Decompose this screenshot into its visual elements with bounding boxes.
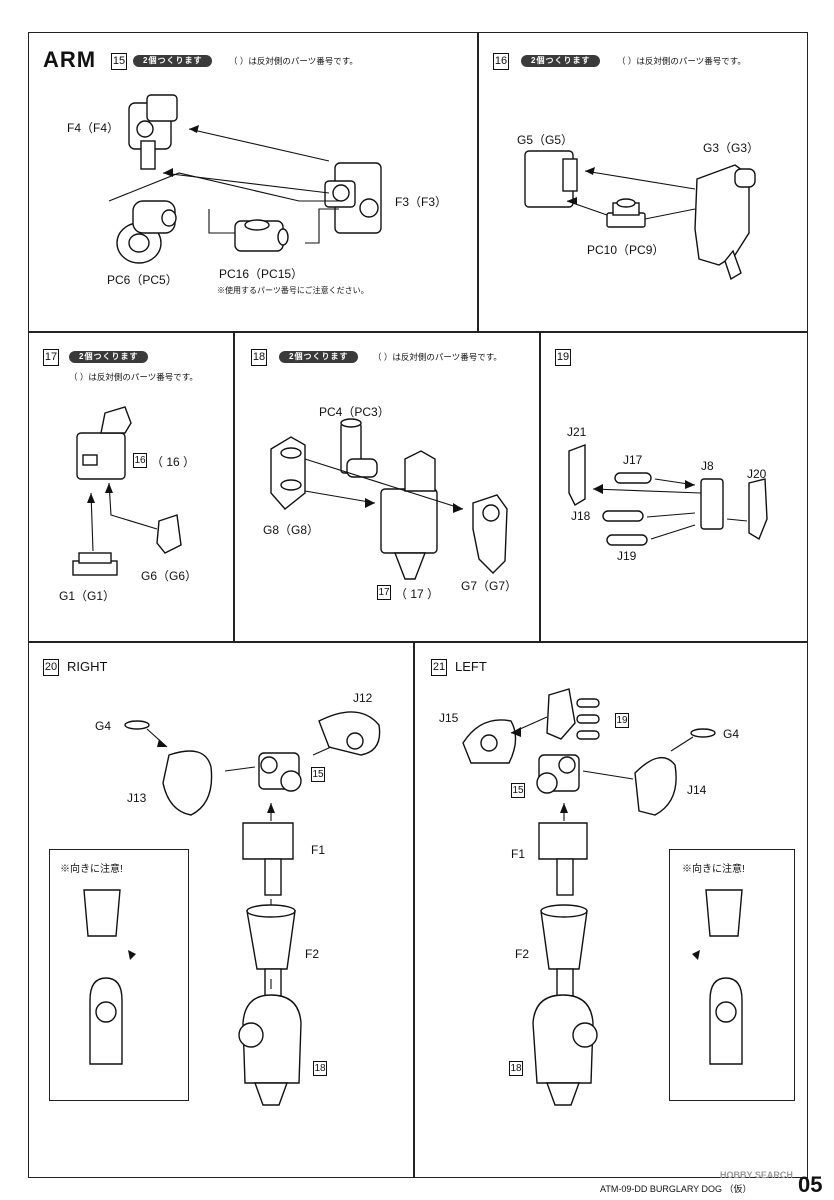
step-16-number: 16 (493, 53, 509, 70)
step-19-panel: 19 J21 J17 J8 J20 J18 J19 (540, 332, 808, 642)
step-21-ref-18: 18 (509, 1061, 523, 1076)
step-17-note: （ ）は反対側のパーツ番号です。 (69, 372, 198, 382)
label-j21: J21 (567, 425, 587, 439)
footer-code: ATM-09-DD BURGLARY DOG （仮） (600, 1184, 752, 1194)
page-number: 05 (798, 1172, 823, 1197)
label-pc4: PC4（PC3） (319, 405, 390, 419)
step-17-illustration (72, 406, 182, 576)
step-21-caution-illustration (692, 889, 743, 1065)
label-j19: J19 (617, 549, 637, 563)
step-16-note: （ ）は反対側のパーツ番号です。 (617, 56, 746, 66)
step-20-number: 20 (43, 659, 59, 676)
label-j14: J14 (687, 783, 707, 797)
label-f2-right: F2 (305, 947, 320, 961)
arm-title: ARM (43, 47, 97, 72)
step-20-ref-18: 18 (313, 1061, 327, 1076)
label-g4-right: G4 (95, 719, 112, 733)
label-g6: G6（G6） (141, 569, 198, 583)
step-17-ref: 16 (133, 453, 147, 468)
step-15-number: 15 (111, 53, 127, 70)
step-18-pill: 2個つくります (279, 351, 359, 363)
step-20-caution-illustration (83, 889, 136, 1065)
step-21-number: 21 (431, 659, 447, 676)
step-15-sub-note: ※使用するパーツ番号にご注意ください。 (217, 286, 369, 295)
label-f4: F4（F4） (67, 121, 120, 135)
step-15-note: （ ）は反対側のパーツ番号です。 (229, 56, 358, 66)
step-18-ref-paren: （ 17 ） (395, 587, 440, 601)
step-18-note: （ ）は反対側のパーツ番号です。 (373, 352, 502, 362)
step-21-direction: LEFT (455, 659, 487, 674)
label-j13: J13 (127, 791, 147, 805)
label-g7: G7（G7） (461, 579, 518, 593)
step-21-panel: 21 LEFT (414, 642, 808, 1178)
label-f3: F3（F3） (395, 195, 448, 209)
step-16-illustration (524, 150, 756, 281)
step-17-panel: 17 2個つくります （ ）は反対側のパーツ番号です。 16 （ 16 ） G6… (28, 332, 234, 642)
step-20-ref-15: 15 (311, 767, 325, 782)
step-15-pill: 2個つくります (133, 55, 213, 67)
footer-watermark: HOBBY SEARCH (720, 1170, 793, 1180)
label-pc10: PC10（PC9） (587, 243, 665, 257)
step-20-direction: RIGHT (67, 659, 108, 674)
step-21-ref-19: 19 (615, 713, 629, 728)
step-19-illustration (568, 443, 768, 546)
label-pc6: PC6（PC5） (107, 273, 178, 287)
step-21-caution-box: ※向きに注意! (669, 849, 795, 1101)
step-17-ref-paren: （ 16 ） (151, 455, 196, 469)
step-18-ref: 17 (377, 585, 391, 600)
step-20-panel: 20 RIGHT (28, 642, 414, 1178)
step-18-number: 18 (251, 349, 267, 366)
step-15-illustration (108, 94, 382, 264)
step-17-number: 17 (43, 349, 59, 366)
step-18-illustration (270, 418, 508, 580)
step-20-illustration (124, 711, 381, 1106)
label-j15: J15 (439, 711, 459, 725)
label-g8: G8（G8） (263, 523, 320, 537)
label-g5: G5（G5） (517, 133, 574, 147)
label-f2-left: F2 (515, 947, 530, 961)
step-19-number: 19 (555, 349, 571, 366)
step-21-caution: ※向きに注意! (682, 864, 745, 875)
label-g4-left: G4 (723, 727, 740, 741)
step-17-pill: 2個つくります (69, 351, 149, 363)
label-j18: J18 (571, 509, 591, 523)
step-20-caution-box: ※向きに注意! (49, 849, 189, 1101)
step-15-panel: ARM 15 2個つくります （ ）は反対側のパーツ番号です。 (28, 32, 478, 332)
label-j17: J17 (623, 453, 643, 467)
step-21-illustration (462, 688, 716, 1106)
step-16-pill: 2個つくります (521, 55, 601, 67)
step-20-caution: ※向きに注意! (60, 864, 123, 875)
label-g3: G3（G3） (703, 141, 760, 155)
label-g1: G1（G1） (59, 589, 116, 603)
label-f1-left: F1 (511, 847, 526, 861)
label-j20: J20 (747, 467, 767, 481)
label-f1-right: F1 (311, 843, 326, 857)
step-18-panel: 18 2個つくります （ ）は反対側のパーツ番号です。 PC4（PC3） G8（… (234, 332, 540, 642)
label-j12: J12 (353, 691, 373, 705)
step-21-ref-15: 15 (511, 783, 525, 798)
label-pc16: PC16（PC15） (219, 267, 304, 281)
label-j8: J8 (701, 459, 714, 473)
step-16-panel: 16 2個つくります （ ）は反対側のパーツ番号です。 G5（G5） G3（G3… (478, 32, 808, 332)
